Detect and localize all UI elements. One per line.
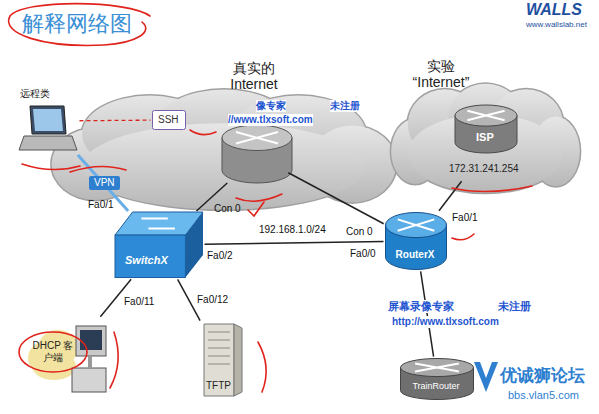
- hand-mark: [258, 342, 266, 392]
- port-label: Fa0/12: [197, 294, 228, 306]
- remote-laptop: 远程类: [16, 88, 78, 154]
- port-label: Fa0/2: [207, 250, 233, 262]
- node-shape: [28, 318, 108, 395]
- hand-mark: [22, 164, 80, 170]
- switch-icon: SwitchX: [115, 212, 203, 278]
- hand-mark: [236, 194, 282, 201]
- port-label: Fa0/1: [452, 212, 478, 224]
- node-label: 实验 “Internet”: [405, 58, 477, 90]
- hand-mark: [452, 186, 532, 192]
- node-label: TrainRouter: [400, 381, 472, 391]
- node-label: 172.31.241.254: [449, 163, 519, 175]
- hand-circle: [19, 332, 87, 372]
- watermark: 屏幕录像专家: [388, 300, 454, 313]
- watermark: 像专家: [256, 100, 286, 112]
- node-label: DHCP 客户端: [32, 340, 74, 363]
- network-link: [288, 173, 383, 224]
- ssh-box: SSH: [152, 110, 186, 130]
- hand-mark: [110, 332, 118, 388]
- watermark: 未注册: [498, 300, 531, 313]
- hand-mark: [452, 234, 474, 240]
- node-label: TFTP: [206, 380, 231, 392]
- node-label: SwitchX: [125, 254, 168, 267]
- forum-logo: 优诚狮论坛: [500, 366, 585, 386]
- hand-mark: [248, 202, 264, 216]
- network-link: [79, 120, 150, 122]
- port-label: Fa0/1: [88, 199, 114, 211]
- tftp-server: TFTP: [198, 322, 246, 400]
- logo-url: www.wallslab.net: [526, 20, 587, 29]
- subnet-label: 192.168.1.0/24: [258, 224, 327, 236]
- dhcp-client-pc: DHCP 客户端: [28, 318, 108, 395]
- watermark: 未注册: [330, 100, 360, 112]
- node-shape: [115, 212, 203, 278]
- watermark: //www.tlxsoft.com: [228, 114, 313, 126]
- network-link: [439, 181, 462, 211]
- router-icon: RouterX: [385, 212, 447, 270]
- forum-url: bbs.vlan5.com: [508, 389, 579, 402]
- node-shape: [400, 358, 474, 400]
- logo-text: WALLS: [526, 1, 582, 19]
- network-link: [178, 279, 200, 320]
- lab-cloud: 实验 “Internet” ISP 172.31.241.254: [393, 58, 578, 195]
- network-link: [421, 271, 434, 356]
- node-label: RouterX: [385, 249, 445, 261]
- node-shape: [385, 212, 447, 270]
- node-label: 远程类: [20, 88, 50, 100]
- vpn-tag: VPN: [89, 176, 120, 190]
- logo-mark: [474, 362, 498, 392]
- node-label: 真实的 Internet: [221, 60, 287, 92]
- node-label: ISP: [476, 131, 494, 144]
- hand-mark: [70, 166, 126, 172]
- node-label: SSH: [158, 114, 179, 126]
- train-router: TrainRouter: [400, 358, 474, 400]
- hand-mark: [190, 130, 216, 135]
- port-label: Fa0/11: [124, 296, 154, 308]
- hand-circle: [9, 4, 150, 46]
- network-link: [204, 242, 383, 245]
- diagram-title: 解释网络图: [22, 11, 132, 36]
- port-label: Con 0: [346, 226, 373, 238]
- port-label: Con 0: [214, 203, 241, 215]
- watermark: http://www.tlxsoft.com: [392, 316, 499, 328]
- network-link: [78, 155, 128, 211]
- isp-router: ISP 172.31.241.254: [447, 105, 535, 180]
- port-label: Fa0/0: [350, 248, 376, 260]
